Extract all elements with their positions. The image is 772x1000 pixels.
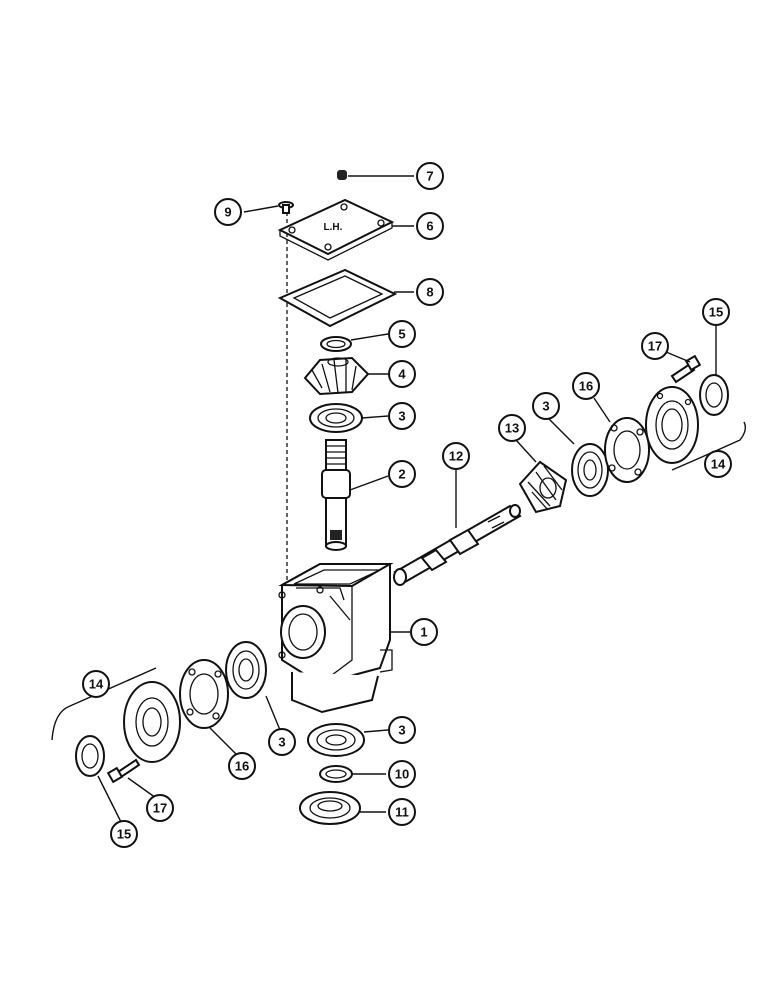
part-flange-gasket-right (604, 417, 650, 483)
callout-5-label: 5 (398, 327, 405, 342)
callout-15-left: 15 (110, 820, 138, 848)
callout-15-right-label: 15 (709, 305, 723, 320)
part-cover-screw (278, 201, 294, 214)
part-flange-gasket-left (179, 659, 229, 729)
callout-4: 4 (388, 360, 416, 388)
part-snap-ring-lower (319, 765, 353, 783)
callout-16-left-label: 16 (235, 759, 249, 774)
callout-4-label: 4 (398, 367, 406, 382)
part-seal-right (699, 374, 729, 416)
callout-17-right-label: 17 (648, 339, 662, 354)
callout-12: 12 (442, 442, 470, 470)
callout-9: 9 (214, 198, 242, 226)
part-gearbox-housing (278, 563, 394, 714)
part-vent-plug (337, 170, 347, 180)
part-flange-housing-left (123, 681, 181, 763)
part-bevel-pinion (518, 460, 568, 514)
callout-5: 5 (388, 320, 416, 348)
callout-16-left: 16 (228, 752, 256, 780)
callout-3-upper-label: 3 (398, 409, 405, 424)
callout-13: 13 (498, 414, 526, 442)
callout-14-right: 14 (704, 450, 732, 478)
callout-17-left-label: 17 (153, 801, 167, 816)
callout-16-right-label: 16 (579, 379, 593, 394)
bracket-14-right (671, 421, 747, 471)
callout-7: 7 (416, 162, 444, 190)
callout-1-label: 1 (420, 625, 427, 640)
callout-3-right-label: 3 (542, 399, 549, 414)
callout-9-label: 9 (224, 205, 231, 220)
callout-14-left-label: 14 (89, 677, 104, 692)
callout-15-left-label: 15 (117, 827, 131, 842)
part-bearing-left (225, 641, 267, 699)
part-snap-ring-upper (320, 336, 352, 352)
callout-6-label: 6 (426, 219, 433, 234)
callout-10-label: 10 (395, 767, 409, 782)
callout-8-label: 8 (426, 285, 433, 300)
callout-15-right: 15 (702, 298, 730, 326)
part-horizontal-shaft (393, 504, 522, 586)
callout-14-right-label: 14 (711, 457, 726, 472)
part-seal-left (75, 735, 105, 777)
part-flange-housing-right (645, 386, 699, 464)
part-bevel-gear-upper (303, 356, 370, 396)
part-gasket (277, 268, 398, 328)
callout-12-label: 12 (449, 449, 463, 464)
callout-7-label: 7 (426, 169, 433, 184)
callout-3-left: 3 (268, 728, 296, 756)
part-top-cover: L.H. (277, 198, 395, 261)
part-bearing-bottom (307, 723, 365, 757)
callout-2-label: 2 (398, 467, 405, 482)
callout-3-right: 3 (532, 392, 560, 420)
part-vertical-shaft (321, 439, 351, 551)
callout-14-left: 14 (82, 670, 110, 698)
part-oil-seal-bottom (299, 791, 361, 825)
callout-2: 2 (388, 460, 416, 488)
callout-10: 10 (388, 760, 416, 788)
callout-13-label: 13 (505, 421, 519, 436)
callout-11: 11 (388, 798, 416, 826)
callout-3-bottom-label: 3 (398, 723, 405, 738)
bracket-14-left (51, 667, 157, 741)
callout-6: 6 (416, 212, 444, 240)
leader-lines (97, 175, 717, 825)
callout-17-right: 17 (641, 332, 669, 360)
part-bearing-upper (309, 403, 363, 433)
callout-8: 8 (416, 278, 444, 306)
callout-3-left-label: 3 (278, 735, 285, 750)
part-bearing-right (571, 443, 609, 497)
callout-16-right: 16 (572, 372, 600, 400)
part-bolt-right (670, 354, 702, 384)
callout-3-bottom: 3 (388, 716, 416, 744)
callout-11-label: 11 (395, 805, 409, 820)
cover-lettering: L.H. (324, 222, 343, 233)
callout-3-upper: 3 (388, 402, 416, 430)
part-bolt-left (106, 758, 141, 784)
callout-1: 1 (410, 618, 438, 646)
callout-17-left: 17 (146, 794, 174, 822)
